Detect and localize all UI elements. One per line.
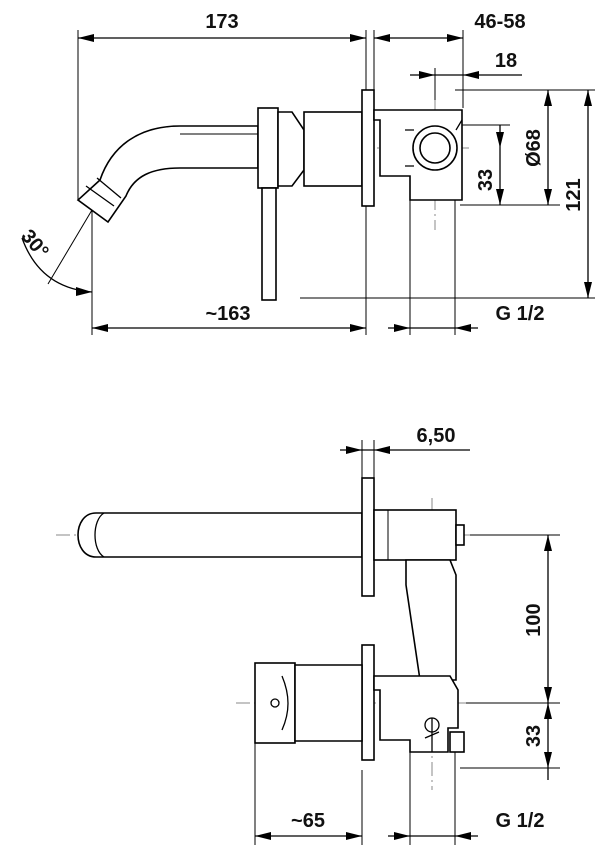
dim-label-100: 100 xyxy=(523,603,545,636)
dimension-65: ~65 xyxy=(255,810,362,840)
body-side xyxy=(303,111,363,187)
dimension-33-bottom: 33 xyxy=(523,703,552,780)
dimension-100: 100 xyxy=(523,535,552,703)
dimension-diameter-68: Ø68 xyxy=(523,90,552,205)
connecting-arm xyxy=(405,559,457,681)
wall-plate-lower xyxy=(361,644,375,761)
dim-label-g12-top: G 1/2 xyxy=(496,303,545,325)
dim-label-diameter-68: Ø68 xyxy=(523,129,545,167)
wall-plate-side xyxy=(361,89,375,207)
dim-label-33-top: 33 xyxy=(475,169,497,191)
dim-label-173: 173 xyxy=(205,11,238,33)
cartridge-box-plan xyxy=(373,675,465,753)
spout-coupling xyxy=(373,509,465,561)
dimension-163: ~163 xyxy=(92,303,366,332)
spout-plan xyxy=(77,512,363,558)
dimension-angle-30: 30° xyxy=(16,209,93,296)
dimension-121: 121 xyxy=(563,90,592,298)
dim-label-65: ~65 xyxy=(291,810,325,832)
lever-side xyxy=(257,107,305,301)
dimension-6-50: 6,50 xyxy=(340,425,470,454)
side-view: 173 46-58 18 Ø68 121 xyxy=(16,11,595,335)
dim-label-33-bottom: 33 xyxy=(523,725,545,747)
dim-label-163: ~163 xyxy=(205,303,250,325)
dim-label-18: 18 xyxy=(495,50,517,72)
dim-label-g12-bottom: G 1/2 xyxy=(496,810,545,832)
lever-body-plan xyxy=(254,662,363,744)
dimension-g12-bottom: G 1/2 xyxy=(388,810,544,840)
dimension-18: 18 xyxy=(410,50,522,110)
wall-plate-upper xyxy=(361,477,375,597)
dim-label-6-50: 6,50 xyxy=(417,425,456,447)
dim-label-46-58: 46-58 xyxy=(474,11,525,33)
plan-view: 6,50 100 33 ~65 G 1/2 xyxy=(56,425,560,845)
dimension-g12-top: G 1/2 xyxy=(388,303,544,332)
dimension-173: 173 xyxy=(78,11,366,42)
embedded-box-side xyxy=(373,109,463,201)
dimension-46-58: 46-58 xyxy=(374,11,526,42)
dim-label-121: 121 xyxy=(563,178,585,211)
dimension-33-top: 33 xyxy=(475,125,504,205)
dim-label-angle-30: 30° xyxy=(16,225,52,262)
spout-side xyxy=(76,125,259,224)
